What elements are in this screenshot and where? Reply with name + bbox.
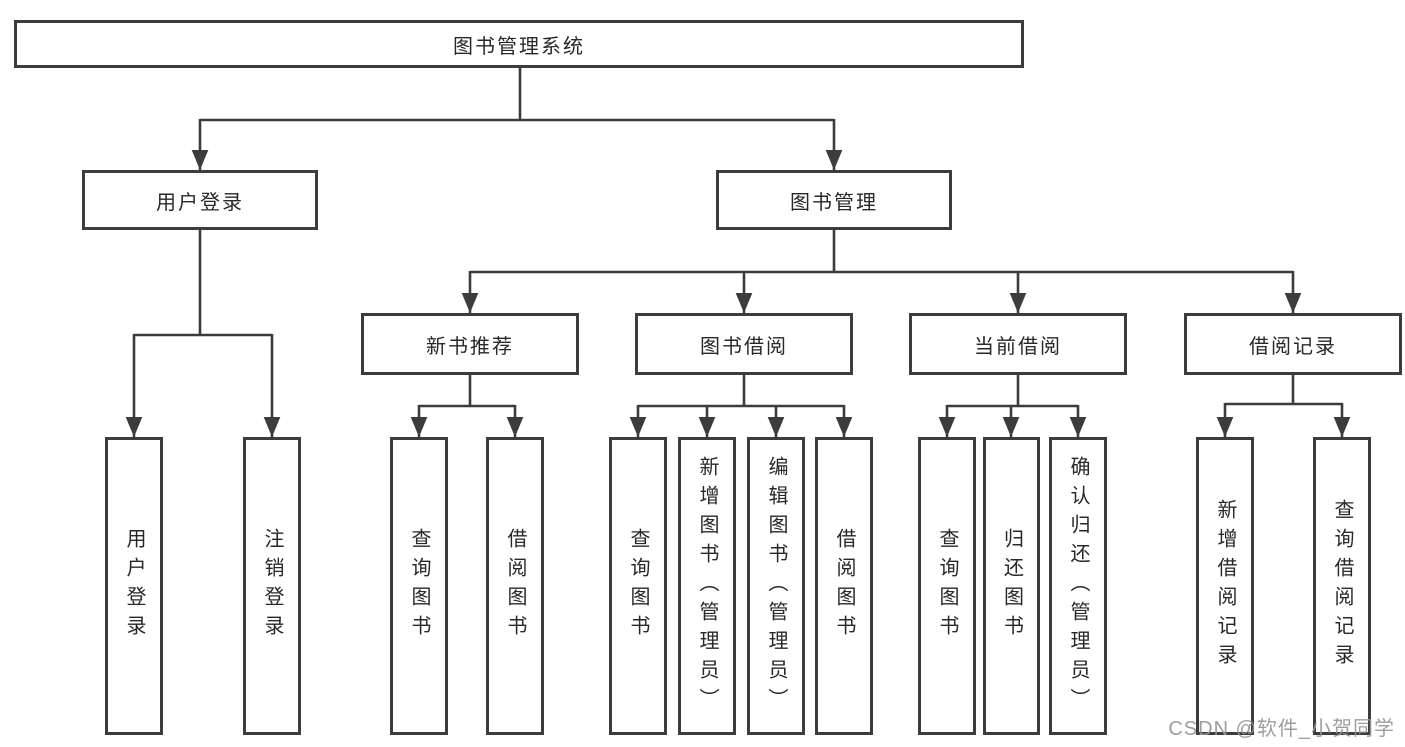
leaf-query-books-current: 查询图书 [918,437,976,735]
connector-borrowing-records-trunk [1225,375,1342,406]
node-current-borrowing-label: 当前借阅 [974,335,1062,358]
connector-book-borrowing-trunk [638,375,844,408]
leaf-edit-book-admin: 编辑图书（管理员） [747,437,805,735]
leaf-return-books: 归还图书 [983,437,1040,735]
leaf-borrow-books-borrowing-label: 借阅图书 [833,528,855,644]
node-user-login: 用户登录 [82,170,318,230]
connector-new-book-trunk [419,375,515,408]
leaf-query-books-borrowing-label: 查询图书 [627,528,649,644]
leaf-confirm-return-admin: 确认归还（管理员） [1049,437,1107,735]
leaf-add-book-admin-label: 新增图书（管理员） [696,455,718,717]
root-node: 图书管理系统 [14,20,1024,68]
leaf-borrow-books-borrowing: 借阅图书 [815,437,873,735]
node-new-book-recommend: 新书推荐 [361,313,579,375]
connector-book-management-trunk [470,230,1293,274]
leaf-query-books-recommend-label: 查询图书 [408,528,430,644]
node-user-login-label: 用户登录 [156,191,244,214]
root-node-label: 图书管理系统 [453,35,585,58]
node-book-borrowing-label: 图书借阅 [700,335,788,358]
leaf-query-borrow-record: 查询借阅记录 [1313,437,1371,735]
leaf-query-borrow-record-label: 查询借阅记录 [1331,499,1353,673]
leaf-return-books-label: 归还图书 [1000,528,1023,644]
leaf-add-borrow-record-label: 新增借阅记录 [1214,499,1236,673]
leaf-borrow-books-recommend-label: 借阅图书 [504,528,526,644]
leaf-logout-label: 注销登录 [261,528,283,644]
leaf-user-login: 用户登录 [105,437,163,735]
leaf-query-books-current-label: 查询图书 [936,528,958,644]
leaf-edit-book-admin-label: 编辑图书（管理员） [765,455,787,717]
connector-current-borrowing-trunk [947,375,1078,408]
leaf-query-books-recommend: 查询图书 [390,437,448,735]
leaf-logout: 注销登录 [243,437,301,735]
node-new-book-recommend-label: 新书推荐 [426,335,514,358]
node-current-borrowing: 当前借阅 [909,313,1127,375]
csdn-watermark: CSDN @软件_小贺同学 [1168,718,1395,740]
leaf-query-books-borrowing: 查询图书 [609,437,667,735]
node-book-management-label: 图书管理 [790,191,878,214]
node-book-borrowing: 图书借阅 [635,313,853,375]
leaf-user-login-label: 用户登录 [123,528,145,644]
leaf-add-borrow-record: 新增借阅记录 [1196,437,1254,735]
leaf-confirm-return-admin-label: 确认归还（管理员） [1067,455,1089,717]
connector-user-login-trunk [134,230,272,337]
connector-root-trunk [200,68,834,122]
node-book-management: 图书管理 [716,170,952,230]
leaf-borrow-books-recommend: 借阅图书 [486,437,544,735]
node-borrowing-records-label: 借阅记录 [1249,335,1337,358]
leaf-add-book-admin: 新增图书（管理员） [678,437,736,735]
node-borrowing-records: 借阅记录 [1184,313,1402,375]
